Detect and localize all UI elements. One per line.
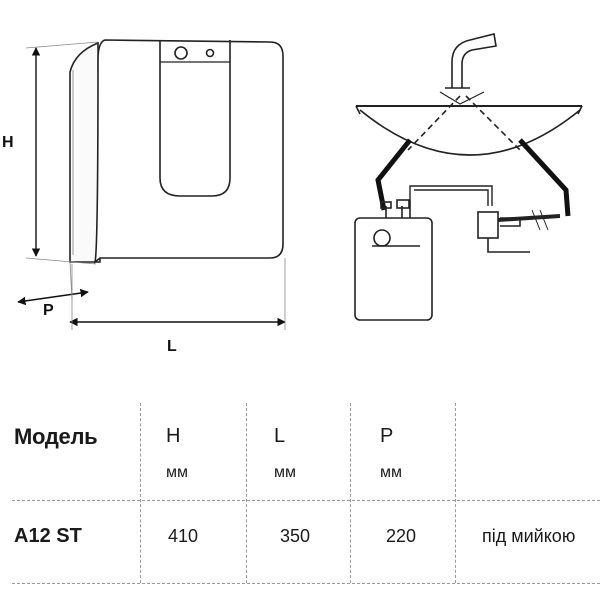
column-divider (455, 403, 456, 583)
column-divider (350, 403, 351, 583)
length-column-header: L (274, 425, 286, 447)
column-divider (140, 403, 141, 583)
row-divider (12, 583, 600, 584)
height-column-header: H (166, 425, 181, 447)
depth-column-header: P (380, 425, 394, 447)
depth-unit: мм (380, 464, 402, 481)
water-heater-drawing (69, 39, 284, 265)
installation-scheme (354, 33, 583, 321)
installation-type: під мийкою (482, 526, 576, 546)
length-label: L (167, 338, 177, 355)
length-value: 350 (280, 526, 311, 546)
model-column-header: Модель (14, 424, 98, 449)
diagram-graphics (17, 33, 583, 330)
product-diagram: H P L (2, 33, 583, 355)
row-divider (12, 500, 600, 501)
depth-value: 220 (386, 526, 417, 546)
length-dimension (69, 258, 286, 330)
height-dimension (25, 41, 99, 265)
column-divider (246, 403, 247, 583)
depth-dimension (17, 261, 89, 306)
model-name: A12 ST (14, 525, 82, 547)
height-label: H (2, 134, 14, 151)
depth-label: P (43, 302, 54, 319)
height-value: 410 (168, 526, 199, 546)
height-unit: мм (166, 464, 188, 481)
length-unit: мм (274, 464, 296, 481)
